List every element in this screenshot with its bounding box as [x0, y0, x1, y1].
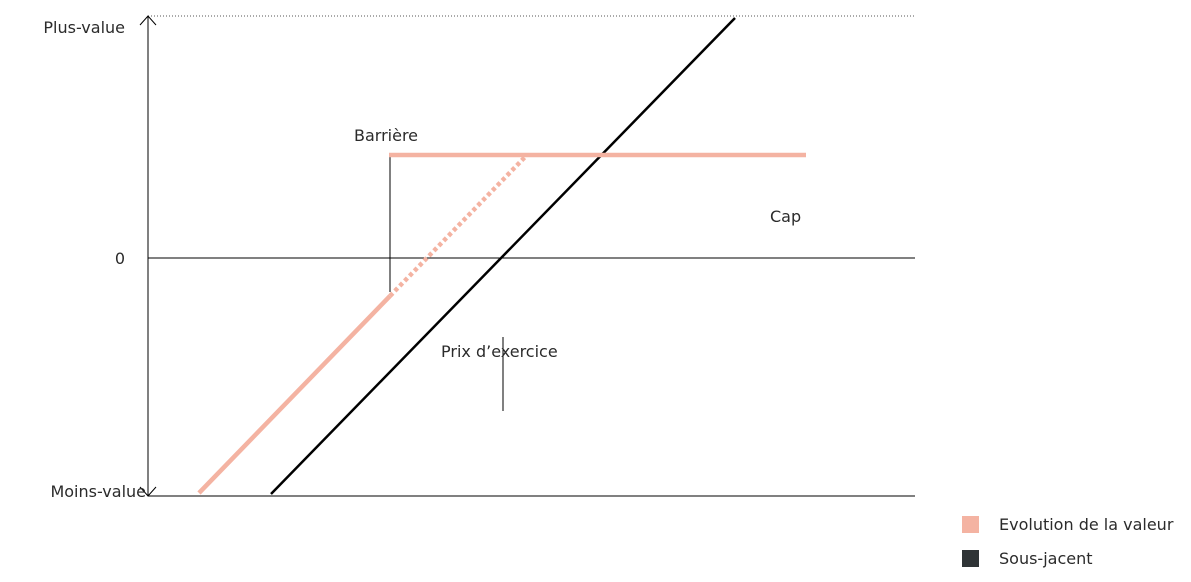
y-bottom-label: Moins-value — [50, 482, 146, 501]
legend-item-value: Evolution de la valeur — [962, 514, 1173, 534]
barrier-label: Barrière — [354, 126, 418, 145]
underlying-line — [270, 17, 736, 495]
legend-label-value: Evolution de la valeur — [999, 514, 1174, 534]
y-axis-arrow-top — [139, 15, 157, 26]
legend: Evolution de la valeur Sous-jacent — [962, 514, 1173, 582]
legend-item-underlying: Sous-jacent — [962, 548, 1173, 568]
legend-label-underlying: Sous-jacent — [999, 548, 1093, 568]
legend-swatch-value — [962, 515, 979, 533]
strike-label: Prix d’exercice — [441, 342, 558, 361]
y-top-label: Plus-value — [43, 18, 125, 37]
value-line-dotted — [388, 154, 528, 298]
value-line-solid — [197, 294, 392, 495]
y-zero-label: 0 — [115, 249, 125, 268]
cap-label: Cap — [770, 207, 801, 226]
legend-swatch-underlying — [962, 549, 979, 567]
